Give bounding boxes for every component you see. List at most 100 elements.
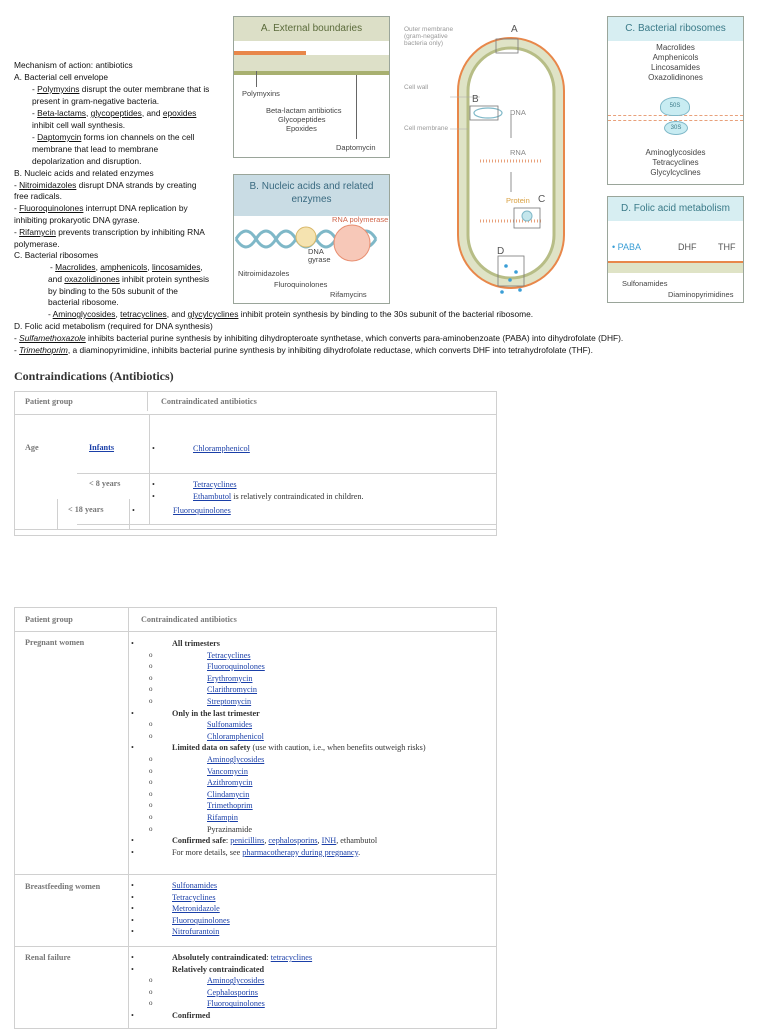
label-diaminopyrimidines: Diaminopyrimidines [668, 290, 734, 299]
link-tetracyclines[interactable]: Tetracyclines [193, 480, 237, 489]
moa-b2-line2: inhibiting prokaryotic DNA gyrase. [14, 215, 140, 225]
preg-link-azithromycin[interactable]: Azithromycin [207, 778, 253, 788]
panel-c-title: C. Bacterial ribosomes [608, 17, 743, 41]
cell-membrane-strip [234, 71, 389, 75]
drug-link-nitroimidazoles[interactable]: Nitroimidazoles [19, 180, 77, 190]
drug-link-tetracyclines[interactable]: tetracyclines [120, 309, 167, 319]
cell-label-dna: DNA [510, 108, 526, 117]
label-polymyxins: Polymyxins [242, 89, 280, 98]
link-infants[interactable]: Infants [89, 443, 115, 452]
renal-link-fluoroquinolones[interactable]: Fluoroquinolones [207, 999, 265, 1009]
moa-section-c: C. Bacterial ribosomes [14, 250, 99, 260]
moa-c2: - Aminoglycosides, tetracyclines, and gl… [48, 309, 534, 319]
drug-link-epoxides[interactable]: epoxides [162, 108, 197, 118]
drug-link-oxazolidinones[interactable]: oxazolidinones [64, 274, 120, 284]
drug-link-amphenicols[interactable]: amphenicols [100, 262, 148, 272]
link-ethambutol[interactable]: Ethambutol [193, 491, 232, 501]
renal-link-aminoglycosides[interactable]: Aminoglycosides [207, 976, 265, 986]
marker-c: C [538, 194, 546, 205]
drug-link-trimethoprim[interactable]: Trimethoprim [19, 345, 68, 355]
preg-link-erythromycin[interactable]: Erythromycin [207, 673, 253, 683]
ribosome-50s: 50S [660, 97, 690, 116]
moa-c1-line4: bacterial ribosome. [48, 297, 119, 307]
cell-wall-strip [234, 55, 389, 71]
preg-link-tetracyclines[interactable]: Tetracyclines [207, 650, 251, 660]
marker-d: D [497, 246, 505, 257]
renal-link-cephalosporins[interactable]: Cephalosporins [207, 987, 258, 997]
all-trimesters-label: All trimesters [172, 639, 220, 648]
bf-link-metronidazole[interactable]: Metronidazole [172, 904, 220, 914]
drug-link-rifamycin[interactable]: Rifamycin [19, 227, 56, 237]
cell-renal-failure: Renal failure [25, 953, 71, 962]
panel-a-title: A. External boundaries [234, 17, 389, 41]
preg-link-trimethoprim[interactable]: Trimethoprim [207, 801, 253, 811]
drug-link-aminoglycosides[interactable]: Aminoglycosides [52, 309, 116, 319]
label-cell-membrane: Cell membrane [404, 125, 449, 132]
label-rna-polymerase: RNA polymerase [332, 215, 389, 224]
cell-lt-18-years: < 18 years [68, 505, 104, 514]
bf-link-tetracyclines[interactable]: Tetracyclines [172, 892, 216, 902]
moa-a3-line2: membrane that lead to membrane [32, 144, 159, 154]
preg-link-chloramphenicol[interactable]: Chloramphenicol [207, 731, 264, 741]
renal-list: Absolutely contraindicated: tetracycline… [129, 952, 312, 1022]
preg-link-sulfonamides[interactable]: Sulfonamides [207, 720, 253, 730]
contraindications-groups-table: Patient group Contraindicated antibiotic… [14, 607, 497, 1029]
ethambutol-note: is relatively contraindicated in childre… [231, 491, 364, 501]
confirmed-label: Confirmed [172, 1010, 211, 1020]
drug-link-glycylcyclines[interactable]: glycylcyclines [187, 309, 239, 319]
renal-link-tetracyclines[interactable]: tetracyclines [270, 953, 313, 962]
preg-link-rifampin[interactable]: Rifampin [207, 812, 238, 822]
drug-link-macrolides[interactable]: Macrolides [55, 262, 96, 272]
label-gyrase: gyrase [308, 255, 331, 264]
marker-b: B [472, 94, 479, 105]
preg-link-streptomycin[interactable]: Streptomycin [207, 696, 252, 706]
drug-link-sulfamethoxazole[interactable]: Sulfamethoxazole [19, 333, 86, 343]
preg-link-clindamycin[interactable]: Clindamycin [207, 789, 250, 799]
cell-label-rna: RNA [510, 148, 526, 157]
bf-link-sulfonamides[interactable]: Sulfonamides [172, 881, 218, 890]
link-pharmacotherapy-pregnancy[interactable]: pharmacotherapy during pregnancy [242, 847, 359, 857]
drug-link-polymyxins[interactable]: Polymyxins [37, 84, 80, 94]
moa-c1-line2: and oxazolidinones inhibit protein synth… [48, 274, 210, 284]
pointer-line [356, 75, 357, 139]
preg-link-vancomycin[interactable]: Vancomycin [207, 766, 248, 776]
moa-section-d: D. Folic acid metabolism (required for D… [14, 321, 213, 331]
moa-a1-line2: present in gram-negative bacteria. [32, 96, 160, 106]
moa-a2-line2: inhibit cell wall synthesis. [32, 120, 126, 130]
table-row-renal-failure: Renal failure Absolutely contraindicated… [15, 947, 496, 1028]
label-fluroquinolones: Fluroquinolones [274, 280, 328, 289]
table2-header-contra: Contraindicated antibiotics [141, 615, 237, 624]
drug-link-glycopeptides[interactable]: glycopeptides [90, 108, 142, 118]
bf-link-fluoroquinolones[interactable]: Fluoroquinolones [172, 915, 230, 925]
moa-a2: - Beta-lactams, glycopeptides, and epoxi… [32, 108, 197, 118]
link-chloramphenicol[interactable]: Chloramphenicol [193, 444, 250, 453]
moa-d2: - Trimethoprim, a diaminopyrimidine, inh… [14, 345, 593, 355]
marker-a: A [511, 24, 518, 35]
cell-label-protein: Protein [506, 196, 530, 205]
bf-link-nitrofurantoin[interactable]: Nitrofurantoin [172, 927, 220, 937]
label-dna: DNA [308, 247, 324, 256]
table-row-breastfeeding: Breastfeeding women Sulfonamides Tetracy… [15, 875, 496, 947]
link-cephalosporins[interactable]: cephalosporins [268, 836, 318, 846]
drug-link-beta-lactams[interactable]: Beta-lactams [37, 108, 86, 118]
drug-link-fluoroquinolones[interactable]: Fluoroquinolones [19, 203, 84, 213]
drug-link-daptomycin[interactable]: Daptomycin [37, 132, 82, 142]
preg-link-aminoglycosides[interactable]: Aminoglycosides [207, 754, 265, 764]
moa-b1: - Nitroimidazoles disrupt DNA strands by… [14, 180, 197, 190]
label-beta-lactam: Beta-lactam antibiotics [266, 106, 342, 115]
table-row-age: Age Infants Chloramphenicol < 8 years Te… [14, 414, 497, 536]
link-fluoroquinolones[interactable]: Fluoroquinolones [173, 506, 231, 515]
limited-data-label: Limited data on safety [172, 743, 251, 753]
label-sulfonamides: Sulfonamides [622, 279, 668, 288]
preg-link-clarithromycin[interactable]: Clarithromycin [207, 685, 258, 695]
relatively-contra-label: Relatively contraindicated [172, 964, 265, 974]
moa-b3-line2: polymerase. [14, 239, 60, 249]
link-penicillins[interactable]: penicillins [230, 836, 265, 846]
label-rifamycins: Rifamycins [330, 290, 367, 299]
drug-link-lincosamides[interactable]: lincosamides [151, 262, 201, 272]
preg-link-fluoroquinolones[interactable]: Fluoroquinolones [207, 662, 265, 672]
table-row-lt-18: < 18 years Fluoroquinolones [14, 499, 497, 530]
link-inh[interactable]: INH [321, 836, 337, 846]
confirmed-safe-label: Confirmed safe [172, 836, 226, 846]
